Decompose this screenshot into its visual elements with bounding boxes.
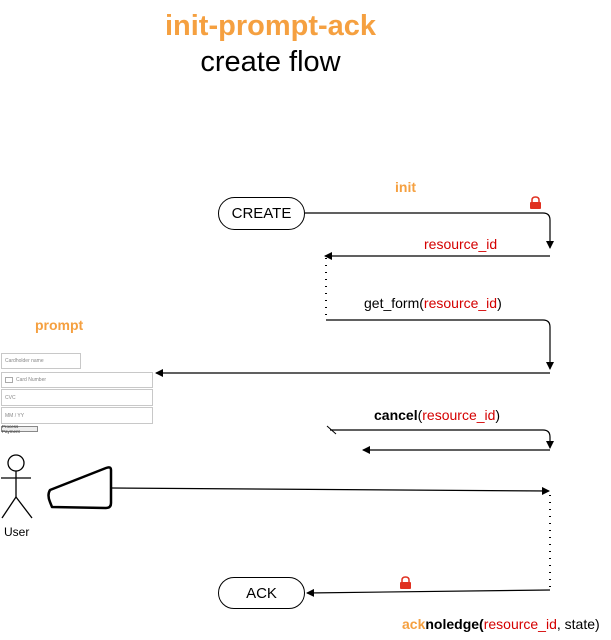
get-form-fn: get_form bbox=[364, 295, 420, 311]
diagram-title: init-prompt-ack bbox=[164, 10, 377, 42]
ack-arg: resource_id bbox=[483, 616, 557, 632]
device-shape bbox=[47, 466, 113, 510]
ack-suffix: noledge bbox=[425, 616, 480, 632]
cancel-arg: resource_id bbox=[422, 407, 496, 423]
get-form-arrow bbox=[326, 319, 554, 370]
paren-close: ) bbox=[497, 295, 502, 311]
ack-prefix: ack bbox=[402, 616, 426, 632]
paren-open: ( bbox=[419, 295, 424, 311]
process-payment-button[interactable]: Process Payment bbox=[1, 424, 38, 434]
card-number-placeholder: Card Number bbox=[16, 377, 47, 383]
cancel-arrow bbox=[330, 429, 554, 449]
init-label: init bbox=[395, 179, 416, 195]
lock-icon bbox=[530, 196, 541, 209]
user-submit-arrow bbox=[111, 486, 550, 495]
cancel-label: cancel(resource_id) bbox=[374, 407, 500, 423]
ack-rest: , state) bbox=[556, 616, 600, 632]
acknowledge-label: acknoledge(resource_id, state) bbox=[402, 616, 600, 632]
lock-icon bbox=[400, 576, 411, 589]
ack-arrow bbox=[306, 588, 551, 597]
cardholder-name-field[interactable]: Cardholder name bbox=[1, 353, 81, 369]
cvc-field[interactable]: CVC bbox=[1, 389, 153, 406]
paren-open: ( bbox=[479, 616, 484, 632]
card-icon bbox=[5, 377, 13, 383]
init-arrow bbox=[305, 212, 554, 249]
get-form-label: get_form(resource_id) bbox=[364, 295, 502, 311]
get-form-arg: resource_id bbox=[423, 295, 498, 311]
user-icon bbox=[1, 454, 33, 519]
user-label: User bbox=[4, 525, 30, 539]
prompt-label: prompt bbox=[35, 317, 84, 333]
paren-open: ( bbox=[417, 407, 423, 423]
cancel-fn: cancel bbox=[374, 407, 418, 423]
card-number-field[interactable]: Card Number bbox=[1, 372, 153, 388]
create-node: CREATE bbox=[218, 197, 305, 230]
diagram-subtitle: create flow bbox=[200, 46, 341, 78]
ack-node: ACK bbox=[218, 577, 305, 609]
expiry-field[interactable]: MM / YY bbox=[1, 407, 153, 424]
cancel-tick bbox=[326, 425, 337, 435]
resource-id-return-label: resource_id bbox=[424, 236, 498, 252]
paren-close: ) bbox=[495, 407, 501, 423]
